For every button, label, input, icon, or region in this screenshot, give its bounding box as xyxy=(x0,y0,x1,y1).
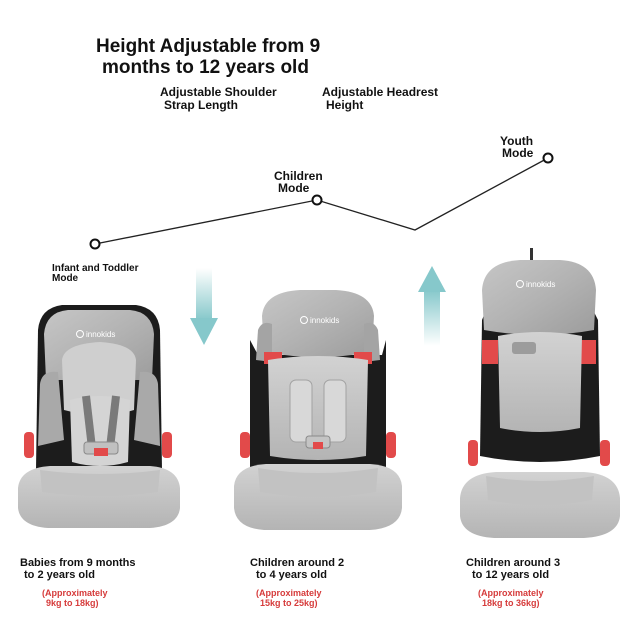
panel-desc-line-1: Children around 2 xyxy=(250,557,345,569)
panel-desc-line-1: Babies from 9 months xyxy=(20,557,136,569)
panel-desc-line-1: Children around 3 xyxy=(466,557,561,569)
brand-logo: innokids xyxy=(86,330,115,339)
seat-youth: innokids xyxy=(460,248,620,538)
panel-desc-line-2: to 2 years old xyxy=(24,569,95,581)
panel-desc-children: Children around 2 to 4 years old xyxy=(250,557,344,581)
panel-weight-line-2: 18kg to 36kg) xyxy=(482,598,540,608)
panel-desc-youth: Children around 3 to 12 years old xyxy=(466,557,560,581)
feature-headrest-height: Adjustable Headrest Height xyxy=(322,86,438,112)
mode-children-line-2: Mode xyxy=(278,181,310,195)
title-line-2: months to 12 years old xyxy=(102,57,309,78)
panel-weight-line-1: (Approximately xyxy=(42,588,108,598)
mode-youth-line-2: Mode xyxy=(502,146,534,160)
panel-weight-youth: (Approximately 18kg to 36kg) xyxy=(478,588,544,608)
feature-headrest-line-2: Height xyxy=(326,98,364,112)
feature-shoulder-line-2: Strap Length xyxy=(164,98,238,112)
mode-label-youth: Youth Mode xyxy=(500,135,533,159)
mode-point-infant xyxy=(89,238,101,250)
brand-logo: innokids xyxy=(310,316,339,325)
mode-children-line-1: Children xyxy=(274,169,323,183)
mode-youth-line-1: Youth xyxy=(500,134,534,148)
panel-weight-line-1: (Approximately xyxy=(478,588,544,598)
mode-infant-line-1: Infant and Toddler xyxy=(52,263,139,274)
title-line-1: Height Adjustable from 9 xyxy=(96,36,321,57)
panel-desc-line-2: to 12 years old xyxy=(472,569,550,581)
arrow-down-icon xyxy=(190,268,218,345)
growth-line xyxy=(94,157,549,245)
panel-weight-line-1: (Approximately xyxy=(256,588,322,598)
page-title: Height Adjustable from 9 months to 12 ye… xyxy=(96,36,320,78)
panel-weight-children: (Approximately 15kg to 25kg) xyxy=(256,588,322,608)
arrow-up-icon xyxy=(418,266,446,346)
mode-point-youth xyxy=(542,152,554,164)
feature-shoulder-line-1: Adjustable Shoulder xyxy=(160,85,277,99)
mode-label-children: Children Mode xyxy=(274,170,323,194)
panel-weight-line-2: 9kg to 18kg) xyxy=(46,598,99,608)
feature-shoulder-strap: Adjustable Shoulder Strap Length xyxy=(160,86,277,112)
panel-weight-infant: (Approximately 9kg to 18kg) xyxy=(42,588,108,608)
mode-point-children xyxy=(311,194,323,206)
brand-logo: innokids xyxy=(526,280,555,289)
feature-headrest-line-1: Adjustable Headrest xyxy=(322,85,439,99)
panel-desc-infant: Babies from 9 months to 2 years old xyxy=(20,557,136,581)
seat-infant-toddler: innokids xyxy=(18,305,180,528)
mode-infant-line-2: Mode xyxy=(52,273,79,284)
panel-desc-line-2: to 4 years old xyxy=(256,569,327,581)
panel-weight-line-2: 15kg to 25kg) xyxy=(260,598,318,608)
seat-children: innokids xyxy=(234,290,402,530)
mode-label-infant: Infant and Toddler Mode xyxy=(52,264,138,284)
